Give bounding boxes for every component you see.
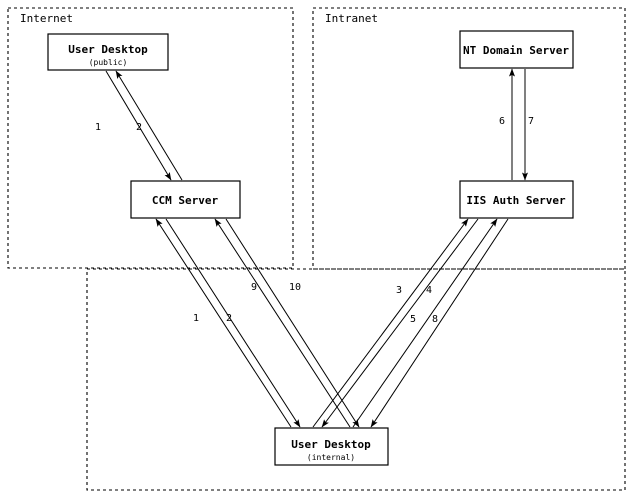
node-title-ccm-server: CCM Server: [152, 194, 219, 207]
edge-label-8: 8: [432, 314, 438, 325]
flow-group-iis-internal-desktop-b: [352, 218, 509, 428]
flow-group-ccm-internal-desktop-b: [214, 218, 360, 428]
node-title-user-desktop-internal: User Desktop: [291, 438, 371, 451]
node-iis-auth-server[interactable]: IIS Auth Server: [459, 180, 574, 219]
edge-label-1-public: 1: [95, 122, 101, 133]
edge-label-7: 7: [528, 116, 534, 127]
flow-line-2-public: [115, 70, 183, 181]
zone-internet-box: [7, 7, 294, 269]
node-box-ccm-server[interactable]: [130, 180, 241, 219]
edge-label-10: 10: [289, 282, 301, 293]
node-box-nt-domain-server[interactable]: [459, 30, 574, 69]
zone-label-intranet: Intranet: [325, 12, 378, 25]
node-user-desktop-internal[interactable]: User Desktop (internal): [274, 427, 389, 466]
edge-label-5: 5: [410, 314, 416, 325]
flow-line-4: [321, 218, 479, 428]
flow-group-ccm-internal-desktop-a: [155, 218, 301, 428]
edge-label-2-public: 2: [136, 122, 142, 133]
edge-label-9: 9: [251, 282, 257, 293]
node-title-user-desktop-public: User Desktop: [68, 43, 148, 56]
flow-line-2-internal: [165, 218, 301, 428]
node-nt-domain-server[interactable]: NT Domain Server: [459, 30, 574, 69]
flow-line-5: [352, 218, 498, 428]
edge-label-2-internal: 2: [226, 313, 232, 324]
node-box-iis-auth-server[interactable]: [459, 180, 574, 219]
zone-label-internet: Internet: [20, 12, 73, 25]
node-box-user-desktop-internal[interactable]: [274, 427, 389, 466]
edge-label-4: 4: [426, 285, 432, 296]
edge-label-1-internal: 1: [193, 313, 199, 324]
flow-line-9: [214, 218, 351, 428]
zone-internal-lan-box: [86, 268, 626, 491]
flow-line-8: [370, 218, 509, 428]
flow-line-1-internal: [155, 218, 292, 428]
flow-line-1-public: [105, 70, 172, 181]
node-subtitle-user-desktop-internal: (internal): [307, 453, 355, 462]
node-title-iis-auth-server: IIS Auth Server: [466, 194, 566, 207]
edge-label-group: 1 2 6 7 9 10 1 2 3 4 5 8: [95, 116, 534, 325]
flow-group-iis-internal-desktop-a: [312, 218, 479, 428]
node-ccm-server[interactable]: CCM Server: [130, 180, 241, 219]
edge-label-3: 3: [396, 285, 402, 296]
zone-labels: Internet Intranet: [20, 12, 378, 25]
node-user-desktop-public[interactable]: User Desktop (public): [47, 33, 169, 71]
node-title-nt-domain-server: NT Domain Server: [463, 44, 569, 57]
zone-boundaries: [7, 7, 626, 491]
flow-line-10: [225, 218, 360, 428]
node-subtitle-user-desktop-public: (public): [89, 58, 128, 67]
node-box-user-desktop-public[interactable]: [47, 33, 169, 71]
flow-group-public-desktop-ccm: [105, 70, 183, 181]
flow-group-iis-ntdomain: [509, 68, 528, 181]
zone-intranet-box: [312, 7, 626, 270]
flow-line-3: [312, 218, 469, 428]
edge-label-6: 6: [499, 116, 505, 127]
